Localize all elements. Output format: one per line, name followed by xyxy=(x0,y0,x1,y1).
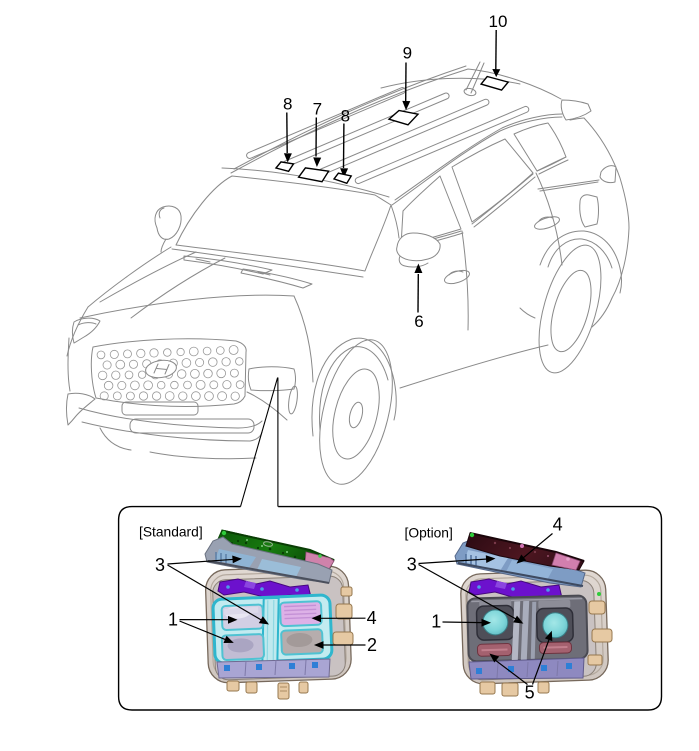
svg-text:[Standard]: [Standard] xyxy=(139,525,203,540)
svg-text:6: 6 xyxy=(414,312,423,331)
svg-text:4: 4 xyxy=(367,608,377,628)
svg-text:9: 9 xyxy=(403,44,412,63)
svg-text:3: 3 xyxy=(407,555,417,575)
svg-text:4: 4 xyxy=(553,515,563,535)
svg-text:1: 1 xyxy=(431,611,441,631)
svg-text:2: 2 xyxy=(367,635,377,655)
svg-text:10: 10 xyxy=(489,12,508,31)
svg-text:7: 7 xyxy=(313,100,322,119)
svg-text:1: 1 xyxy=(168,609,178,629)
svg-text:5: 5 xyxy=(525,683,535,703)
svg-text:8: 8 xyxy=(283,94,292,113)
svg-text:3: 3 xyxy=(155,555,165,575)
svg-text:8: 8 xyxy=(341,107,350,126)
svg-text:[Option]: [Option] xyxy=(405,526,453,541)
